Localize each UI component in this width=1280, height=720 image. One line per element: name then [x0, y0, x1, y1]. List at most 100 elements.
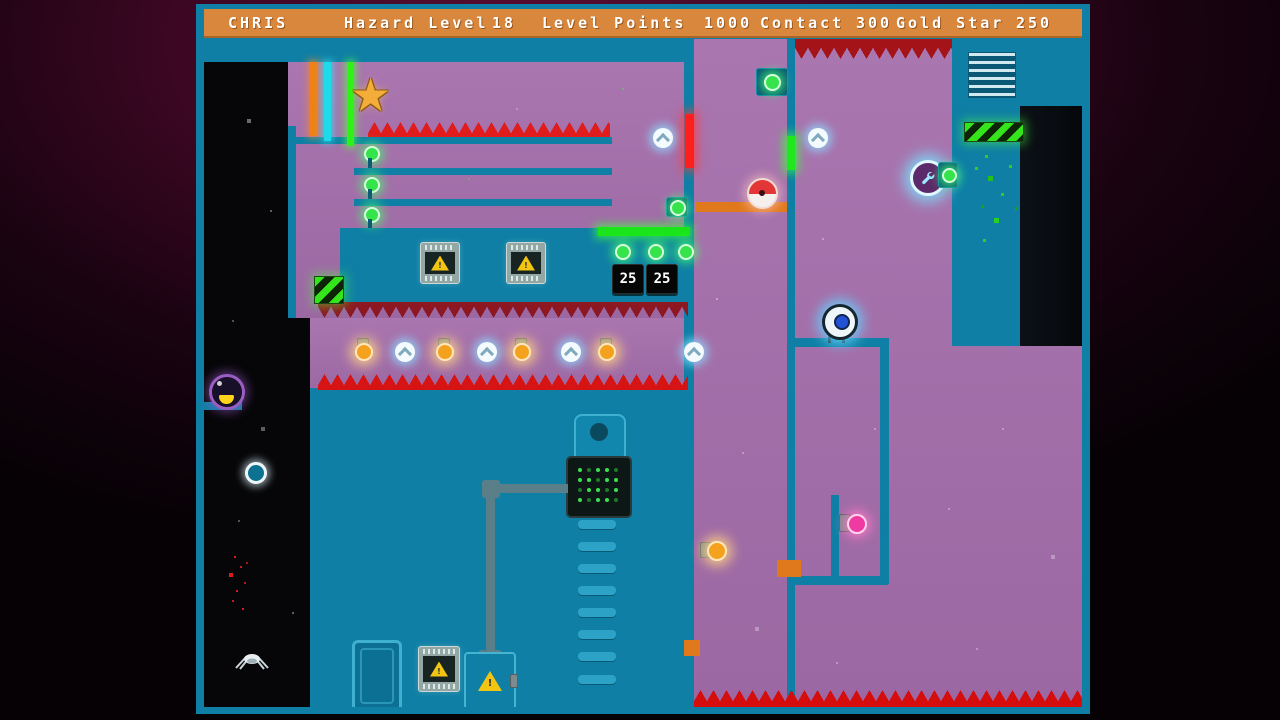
- enemy-iris: [834, 314, 850, 330]
- circuit-chip: !: [420, 242, 460, 284]
- chip-pins: [511, 245, 541, 250]
- eye-platform: [795, 338, 888, 347]
- orange-block: [777, 560, 801, 577]
- spike-row-shelf: [368, 122, 610, 137]
- chip-pins: [425, 276, 455, 281]
- dark-zone-left-top: [204, 62, 288, 318]
- green-splatter: [985, 155, 988, 158]
- jump-arrow-pad: [653, 128, 673, 148]
- frame-top: [196, 4, 1090, 9]
- orange-lamp: [513, 343, 531, 361]
- stat-value-contact: 300: [856, 14, 893, 32]
- jump-arrow-pad: [684, 342, 704, 362]
- jump-arrow-pad: [561, 342, 581, 362]
- up-chevron-icon: [397, 346, 413, 362]
- shelf-1: [296, 137, 612, 144]
- eyeball-pupil: [759, 190, 765, 196]
- warning-triangle-icon: !: [430, 661, 448, 677]
- spike-row-bottom: [694, 690, 1082, 707]
- player-glint: [217, 381, 222, 386]
- chip-core: !: [511, 252, 541, 274]
- warning-mark: !: [438, 260, 442, 270]
- ladder-rung: [578, 608, 616, 617]
- stat-value-gold-star: 250: [1016, 14, 1053, 32]
- green-lamp-orb: [364, 207, 380, 223]
- warning-crate: !: [464, 652, 518, 710]
- chip-core: !: [425, 252, 455, 274]
- up-chevron-icon: [655, 132, 671, 148]
- machine-port: [590, 423, 608, 441]
- pipe-elbow: [482, 480, 500, 498]
- stat-value-level-points: 1000: [704, 14, 753, 32]
- room-left-wall: [288, 126, 296, 318]
- chip-pins: [511, 276, 541, 281]
- counter-display: 25: [612, 264, 644, 294]
- circuit-chip: !: [506, 242, 546, 284]
- crate-latch: [510, 674, 518, 688]
- led-panel: [566, 456, 632, 518]
- player-character: [209, 374, 245, 410]
- pipe-vertical: [486, 497, 495, 653]
- inner-platform: [788, 576, 888, 585]
- warning-triangle-icon: !: [431, 255, 449, 271]
- pink-orb: [847, 514, 867, 534]
- enemy-leg: [828, 334, 831, 343]
- orange-connector: [684, 640, 700, 656]
- spike-row-platform-top: [318, 374, 688, 390]
- up-chevron-icon: [686, 346, 702, 362]
- spike-row-top-right: [795, 39, 952, 59]
- ladder-rung: [578, 652, 616, 661]
- green-status-orb: [678, 244, 694, 260]
- hud-header: CHRIS Hazard Level 18 Level Points 1000 …: [204, 9, 1082, 38]
- top-band: [204, 36, 684, 62]
- orange-lamp: [707, 541, 727, 561]
- machine-head: [574, 414, 626, 462]
- wall-left-of-shaft: [684, 36, 694, 707]
- orange-lamp: [355, 343, 373, 361]
- counter-value: 25: [619, 271, 637, 287]
- player-name: CHRIS: [228, 14, 289, 32]
- stat-label-level-points: Level Points: [542, 14, 687, 32]
- inner-wall-vertical: [880, 338, 889, 584]
- stat-value-hazard-level: 18: [492, 14, 517, 32]
- enemy-body: [822, 304, 858, 340]
- green-status-orb: [648, 244, 664, 260]
- vent-grille: [968, 52, 1016, 98]
- ladder-rung: [578, 542, 616, 551]
- warning-mark: !: [487, 678, 493, 689]
- white-ring-orb: [245, 462, 267, 484]
- counter-display: 25: [646, 264, 678, 294]
- red-particles: [234, 556, 236, 558]
- orange-lamp: [436, 343, 454, 361]
- orange-pillar: [310, 62, 317, 136]
- warning-triangle-icon: !: [517, 255, 535, 271]
- ladder-rung: [578, 675, 616, 684]
- ladder-rung: [578, 520, 616, 529]
- chip-core: !: [423, 656, 455, 682]
- middle-shaft: [694, 39, 787, 707]
- green-hazard-platform: [964, 122, 1024, 142]
- chip-pins: [425, 245, 455, 250]
- stat-label-hazard-level: Hazard Level: [344, 14, 489, 32]
- frame-right: [1082, 4, 1090, 714]
- cyan-pillar: [324, 62, 331, 141]
- chip-pins: [423, 684, 455, 689]
- frame-bottom: [196, 707, 1090, 714]
- up-chevron-icon: [563, 346, 579, 362]
- pipe-horizontal: [498, 484, 568, 493]
- warning-mark: !: [437, 666, 441, 676]
- green-device-orb: [670, 200, 686, 216]
- blue-eye-enemy: [822, 304, 858, 344]
- green-device-orb: [764, 74, 781, 91]
- warning-mark: !: [524, 260, 528, 270]
- jump-arrow-pad: [477, 342, 497, 362]
- wall-right-of-shaft: [787, 36, 795, 707]
- ladder-rung: [578, 564, 616, 573]
- red-laser-bar: [685, 114, 694, 168]
- green-device-orb: [942, 168, 957, 183]
- jump-arrow-pad: [808, 128, 828, 148]
- lamp-stem: [368, 219, 372, 228]
- up-chevron-icon: [479, 346, 495, 362]
- green-lamp-orb: [364, 177, 380, 193]
